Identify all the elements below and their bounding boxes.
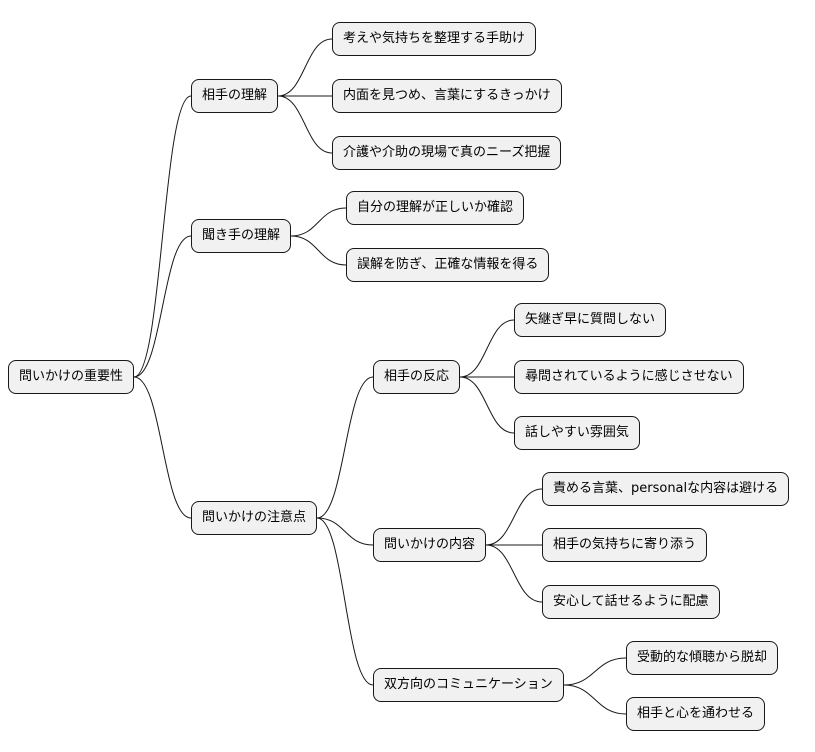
root-node: 問いかけの重要性 (8, 360, 135, 394)
leaf-confirm-understanding: 自分の理解が正しいか確認 (346, 191, 525, 225)
branch-cautions: 問いかけの注意点 (191, 501, 318, 535)
connector-line (316, 517, 374, 546)
leaf-avoid-blame: 責める言葉、personalな内容は避ける (542, 472, 790, 506)
subbranch-two-way-communication: 双方向のコミュニケーション (373, 668, 564, 702)
connector-line (485, 488, 543, 546)
branch-partner-understanding: 相手の理解 (191, 79, 279, 113)
connector-line (133, 376, 192, 519)
connector-line (563, 684, 627, 715)
connector-line (485, 544, 543, 603)
leaf-easy-atmosphere: 話しやすい雰囲気 (514, 416, 640, 450)
leaf-no-interrogation: 尋問されているように感じさせない (514, 360, 744, 394)
connector-line (277, 38, 333, 97)
connector-line (290, 207, 347, 237)
connector-line (459, 376, 515, 434)
connector-line (133, 95, 192, 378)
connector-line (290, 235, 347, 266)
leaf-beyond-passive-listening: 受動的な傾聴から脱却 (626, 641, 779, 675)
leaf-safe-to-talk: 安心して話せるように配慮 (542, 585, 720, 619)
connector-line (316, 376, 374, 519)
connector-line (563, 657, 627, 686)
connector-line (459, 319, 515, 378)
connector-line (316, 517, 374, 686)
leaf-organize-thoughts: 考えや気持ちを整理する手助け (332, 22, 537, 56)
connector-line (133, 235, 192, 378)
branch-listener-understanding: 聞き手の理解 (191, 219, 292, 253)
leaf-connect-hearts: 相手と心を通わせる (626, 697, 766, 731)
leaf-no-rapid-questions: 矢継ぎ早に質問しない (514, 303, 667, 337)
leaf-look-inward: 内面を見つめ、言葉にするきっかけ (332, 79, 562, 113)
leaf-true-needs: 介護や介助の現場で真のニーズ把握 (332, 136, 562, 170)
leaf-empathize: 相手の気持ちに寄り添う (542, 528, 708, 562)
leaf-prevent-misunderstanding: 誤解を防ぎ、正確な情報を得る (346, 248, 550, 282)
subbranch-partner-reaction: 相手の反応 (373, 360, 461, 394)
connector-line (277, 95, 333, 154)
subbranch-question-content: 問いかけの内容 (373, 528, 487, 562)
